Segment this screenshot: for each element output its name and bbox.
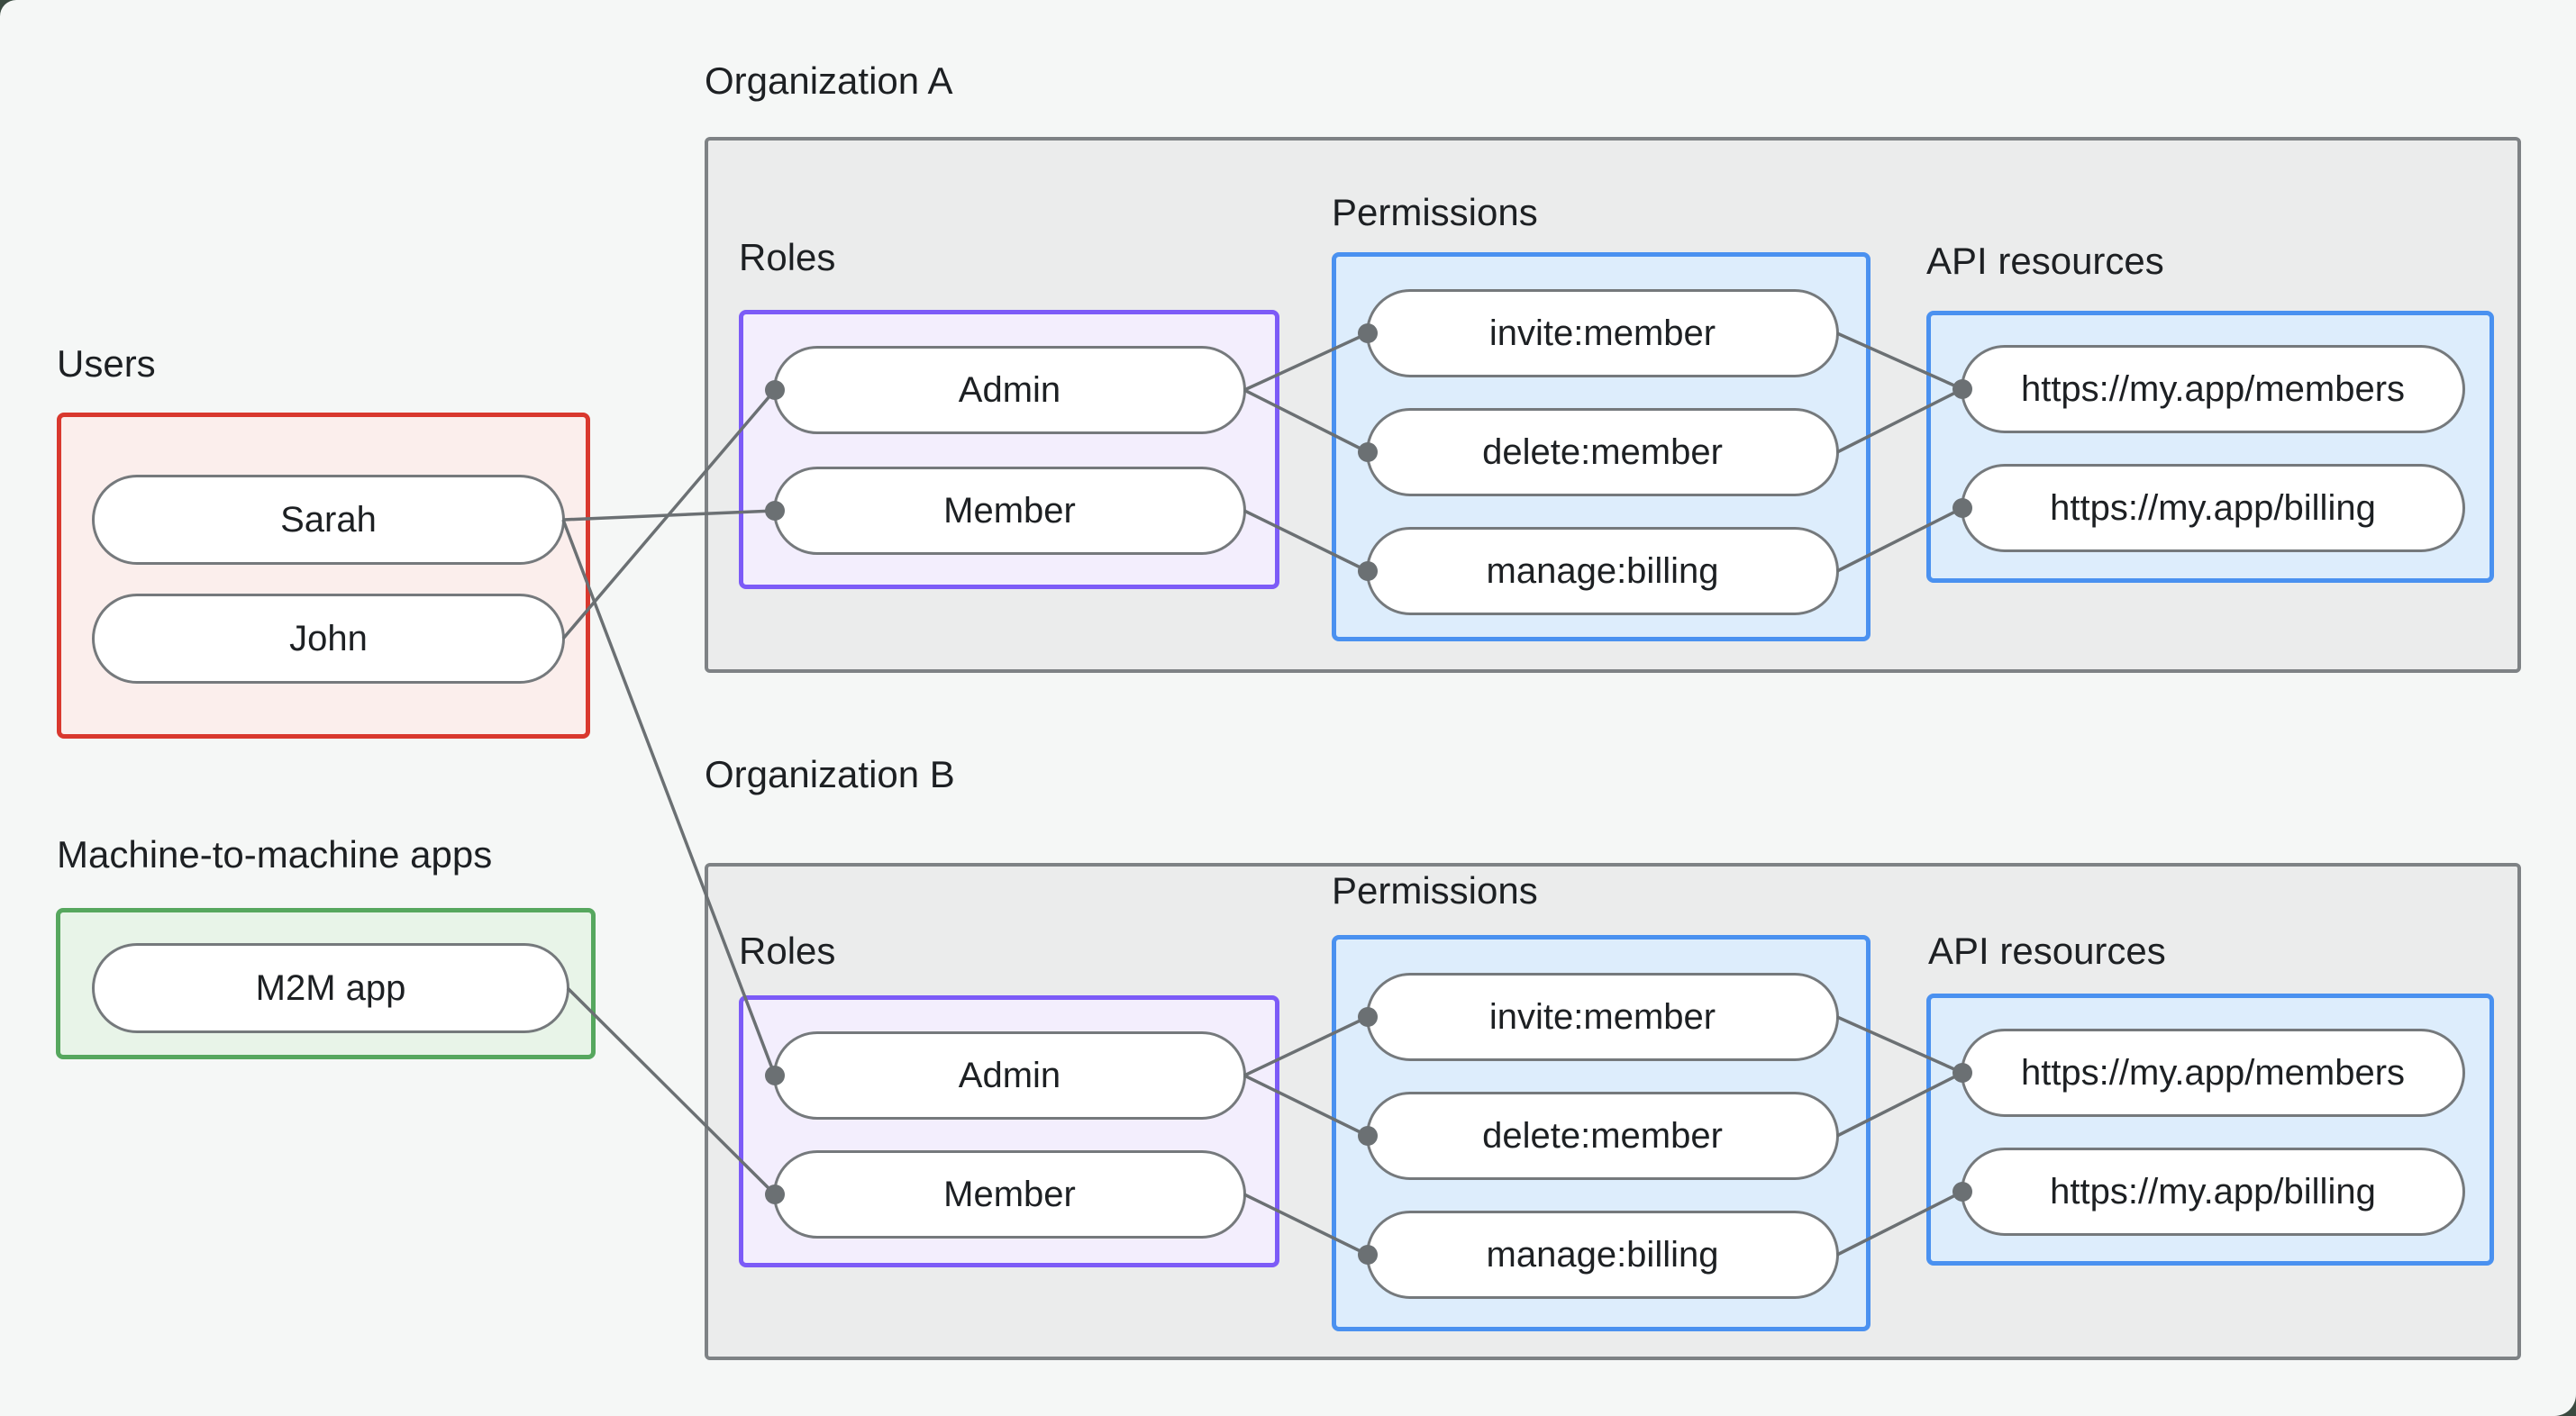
node-org-a-api-billing: https://my.app/billing (1961, 464, 2465, 552)
node-org-b-perm-delete: delete:member (1366, 1092, 1839, 1180)
org-b-roles-label: Roles (739, 930, 836, 972)
org-a-roles-label: Roles (739, 236, 836, 278)
org-a-roles-box: Admin Member (739, 310, 1279, 589)
node-org-a-api-members: https://my.app/members (1961, 345, 2465, 433)
node-org-b-perm-manage: manage:billing (1366, 1211, 1839, 1299)
org-b-title: Organization B (705, 753, 955, 795)
org-b-api-box: https://my.app/members https://my.app/bi… (1926, 994, 2494, 1266)
org-a-permissions-label: Permissions (1332, 191, 1538, 233)
m2m-group: M2M app (56, 908, 596, 1059)
node-org-a-perm-invite: invite:member (1366, 289, 1839, 377)
node-org-a-role-admin: Admin (773, 346, 1246, 434)
node-user-john: John (92, 594, 565, 684)
node-org-a-perm-manage: manage:billing (1366, 527, 1839, 615)
node-org-b-role-admin: Admin (773, 1031, 1246, 1120)
users-group: Sarah John (57, 413, 590, 739)
org-b-roles-box: Admin Member (739, 995, 1279, 1267)
org-b-api-label: API resources (1928, 930, 2166, 972)
node-org-b-api-members: https://my.app/members (1961, 1029, 2465, 1117)
node-org-b-role-member: Member (773, 1150, 1246, 1239)
org-a-api-box: https://my.app/members https://my.app/bi… (1926, 311, 2494, 583)
node-org-b-perm-invite: invite:member (1366, 973, 1839, 1061)
node-user-sarah: Sarah (92, 475, 565, 565)
org-b-permissions-label: Permissions (1332, 869, 1538, 912)
org-a-api-label: API resources (1926, 240, 2164, 282)
org-b-permissions-box: invite:member delete:member manage:billi… (1332, 935, 1871, 1331)
org-a-title: Organization A (705, 59, 953, 102)
node-org-a-perm-delete: delete:member (1366, 408, 1839, 496)
node-m2m-app: M2M app (92, 943, 569, 1033)
node-org-a-role-member: Member (773, 467, 1246, 555)
node-org-b-api-billing: https://my.app/billing (1961, 1148, 2465, 1236)
org-a-permissions-box: invite:member delete:member manage:billi… (1332, 252, 1871, 641)
m2m-label: Machine-to-machine apps (57, 833, 493, 876)
users-label: Users (57, 342, 156, 385)
